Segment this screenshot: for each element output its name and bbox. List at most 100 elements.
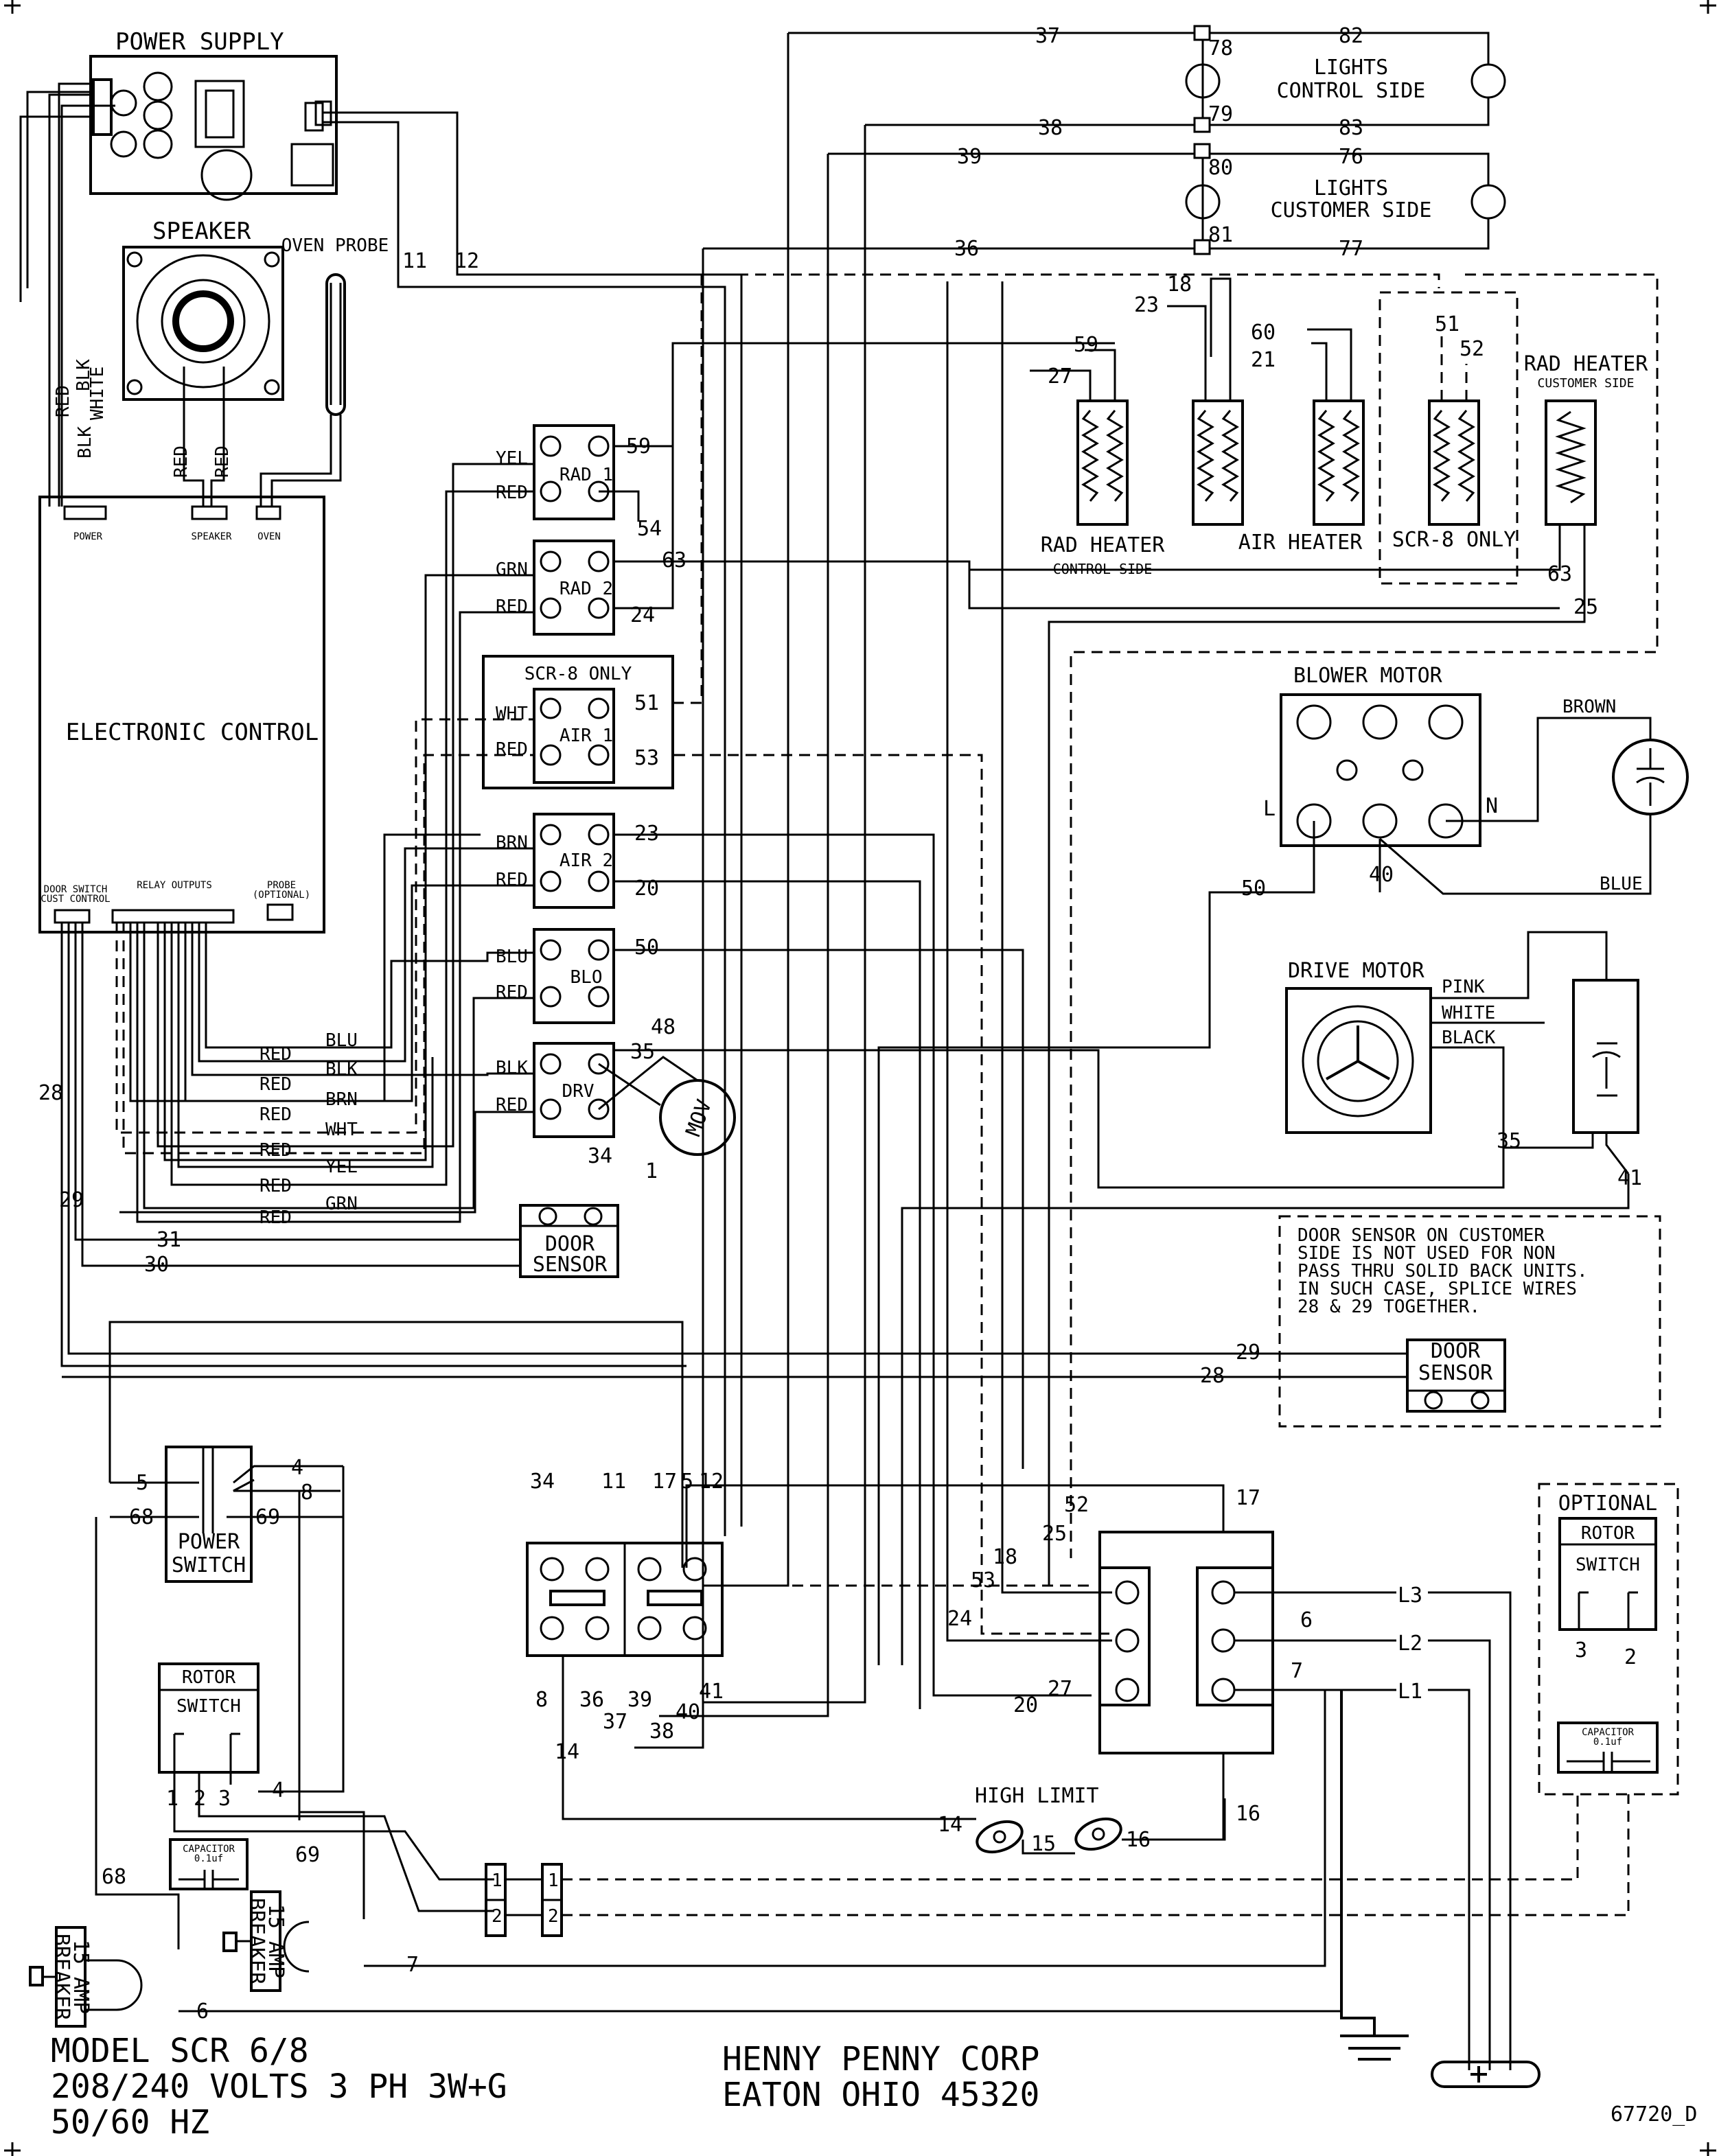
- svg-text:AIR 2: AIR 2: [559, 850, 613, 871]
- drawing-number: 67720_D: [1611, 2102, 1697, 2126]
- svg-text:OVEN PROBE: OVEN PROBE: [281, 235, 389, 256]
- note-box: DOOR SENSOR ON CUSTOMER SIDE IS NOT USED…: [1278, 1215, 1661, 1428]
- svg-text:BLK: BLK: [73, 359, 94, 391]
- frequency-label: 50/60 HZ: [51, 2103, 209, 2142]
- svg-text:RED: RED: [496, 596, 528, 617]
- svg-text:7: 7: [406, 1953, 419, 1977]
- breaker-b: 15 AMP BREAKER: [222, 1890, 310, 1992]
- svg-text:25: 25: [1573, 595, 1598, 619]
- heaters: RAD HEATER CONTROL SIDE AIR HEATER SCR-8…: [968, 277, 1648, 1586]
- svg-text:17: 17: [1236, 1486, 1260, 1510]
- door-sensor-control: DOOR SENSOR: [519, 1204, 619, 1278]
- svg-text:5: 5: [136, 1471, 148, 1495]
- power-supply-label: POWER SUPPLY: [115, 28, 284, 56]
- svg-text:12: 12: [454, 249, 479, 273]
- electronic-control-label: ELECTRONIC CONTROL: [66, 719, 319, 746]
- svg-text:27: 27: [1048, 1677, 1072, 1701]
- svg-text:GRN: GRN: [496, 559, 528, 580]
- svg-text:81: 81: [1208, 223, 1233, 247]
- breaker-a: 15 AMP BREAKER: [29, 1926, 143, 2028]
- svg-text:51: 51: [1435, 312, 1460, 336]
- svg-text:BRN: BRN: [496, 833, 528, 853]
- relay-air1: SCR-8 ONLY AIR 1: [482, 655, 674, 789]
- svg-text:0.1uf: 0.1uf: [194, 1853, 223, 1864]
- svg-text:53: 53: [634, 746, 659, 770]
- svg-text:15: 15: [1031, 1832, 1056, 1856]
- svg-text:RED: RED: [496, 483, 528, 503]
- svg-text:29: 29: [59, 1188, 84, 1212]
- contactor-block: [526, 1542, 724, 1657]
- svg-text:DOOR: DOOR: [545, 1232, 595, 1256]
- svg-text:RED: RED: [496, 982, 528, 1003]
- svg-text:OPTIONAL: OPTIONAL: [1558, 1492, 1658, 1516]
- svg-text:BLUE: BLUE: [1600, 874, 1643, 894]
- svg-text:L2: L2: [1398, 1632, 1422, 1656]
- svg-text:38: 38: [1038, 116, 1063, 140]
- svg-text:53: 53: [971, 1568, 995, 1592]
- svg-text:SWITCH: SWITCH: [176, 1696, 241, 1717]
- svg-text:15 AMP: 15 AMP: [69, 1940, 93, 2014]
- svg-text:WHITE: WHITE: [1442, 1003, 1495, 1023]
- svg-text:SENSOR: SENSOR: [533, 1253, 608, 1277]
- svg-text:15 AMP: 15 AMP: [264, 1904, 288, 1978]
- svg-text:39: 39: [627, 1688, 652, 1712]
- svg-text:39: 39: [957, 145, 982, 169]
- svg-text:54: 54: [637, 517, 662, 541]
- svg-text:76: 76: [1339, 145, 1363, 169]
- svg-text:DOOR SENSOR ON CUSTOMER: DOOR SENSOR ON CUSTOMER: [1297, 1225, 1545, 1246]
- svg-text:0.1uf: 0.1uf: [1593, 1737, 1622, 1748]
- svg-text:RED: RED: [259, 1140, 292, 1161]
- svg-text:WHT: WHT: [496, 704, 528, 724]
- svg-text:BROWN: BROWN: [1562, 697, 1616, 717]
- svg-text:BLOWER MOTOR: BLOWER MOTOR: [1293, 664, 1443, 688]
- svg-text:52: 52: [1460, 337, 1484, 361]
- relay-harness: [115, 463, 534, 1223]
- svg-text:63: 63: [1547, 562, 1572, 586]
- svg-text:83: 83: [1339, 116, 1363, 140]
- svg-text:78: 78: [1208, 36, 1233, 60]
- svg-text:SWITCH: SWITCH: [1576, 1555, 1640, 1575]
- svg-text:11: 11: [601, 1470, 626, 1494]
- svg-text:31: 31: [157, 1228, 181, 1252]
- svg-text:8: 8: [535, 1688, 548, 1712]
- svg-text:38: 38: [649, 1719, 674, 1743]
- svg-text:52: 52: [1064, 1493, 1089, 1517]
- svg-text:6: 6: [196, 1999, 209, 2024]
- svg-text:CUST CONTROL: CUST CONTROL: [41, 894, 110, 905]
- svg-text:30: 30: [144, 1253, 169, 1277]
- svg-text:14: 14: [938, 1813, 962, 1837]
- svg-text:27: 27: [1048, 364, 1072, 389]
- svg-text:51: 51: [634, 691, 659, 715]
- svg-text:RAD 2: RAD 2: [559, 579, 613, 599]
- svg-text:36: 36: [954, 237, 979, 261]
- svg-text:SCR-8 ONLY: SCR-8 ONLY: [1392, 528, 1516, 552]
- registration-marks: [4, 0, 1716, 2156]
- svg-text:1: 1: [645, 1159, 658, 1183]
- svg-text:L3: L3: [1398, 1584, 1422, 1608]
- svg-text:35: 35: [1497, 1129, 1521, 1153]
- svg-text:28 & 29 TOGETHER.: 28 & 29 TOGETHER.: [1297, 1297, 1480, 1317]
- svg-text:34: 34: [530, 1470, 555, 1494]
- svg-text:7: 7: [1291, 1659, 1303, 1683]
- model-label: MODEL SCR 6/8: [51, 2032, 309, 2070]
- svg-text:SPEAKER: SPEAKER: [191, 531, 232, 542]
- svg-text:36: 36: [579, 1688, 604, 1712]
- svg-text:20: 20: [634, 877, 659, 901]
- svg-text:DOOR SWITCH: DOOR SWITCH: [44, 884, 108, 895]
- svg-text:BLK: BLK: [325, 1059, 358, 1080]
- svg-text:(OPTIONAL): (OPTIONAL): [253, 890, 310, 901]
- svg-text:BLO: BLO: [570, 967, 603, 988]
- svg-text:1: 1: [548, 1870, 559, 1891]
- svg-text:5: 5: [681, 1470, 693, 1494]
- high-limit: HIGH LIMIT: [562, 1656, 1226, 1855]
- svg-text:77: 77: [1339, 237, 1363, 261]
- svg-text:ROTOR: ROTOR: [182, 1667, 236, 1688]
- svg-text:25: 25: [1042, 1522, 1067, 1546]
- svg-text:16: 16: [1126, 1828, 1151, 1852]
- svg-text:40: 40: [676, 1700, 700, 1724]
- oven-probe: OVEN PROBE: [281, 235, 389, 416]
- mov: MOV: [598, 1056, 736, 1156]
- svg-text:CONTROL SIDE: CONTROL SIDE: [1277, 79, 1426, 103]
- svg-text:34: 34: [588, 1144, 612, 1168]
- svg-text:37: 37: [1035, 24, 1060, 48]
